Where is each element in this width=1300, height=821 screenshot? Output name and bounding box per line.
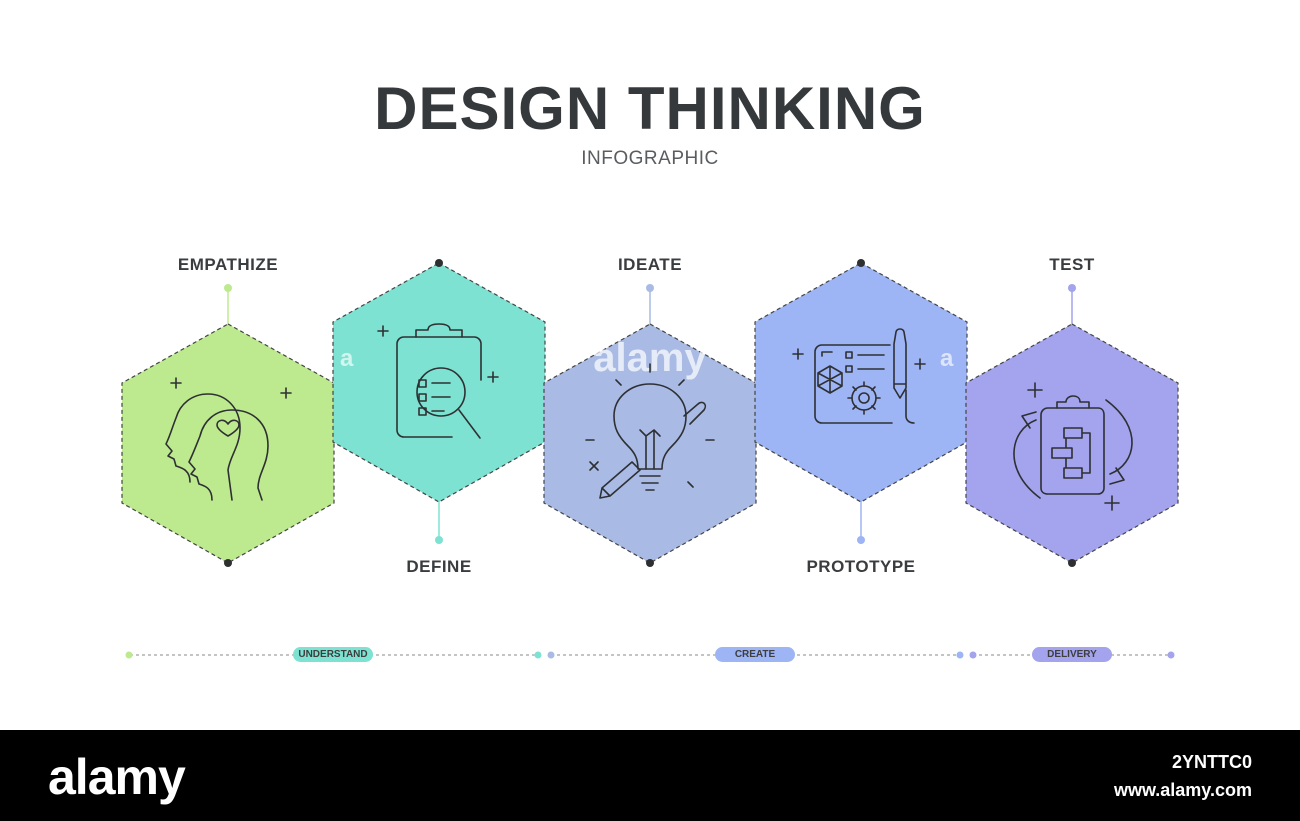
- connector-dots: [224, 284, 1076, 544]
- phase-pill-delivery: DELIVERY: [1032, 647, 1112, 662]
- watermark-right: a: [940, 345, 954, 372]
- diagram-canvas: [121, 259, 1179, 659]
- footer-url: www.alamy.com: [1113, 780, 1252, 800]
- dot-test: [1068, 284, 1076, 292]
- footer-bar: [0, 730, 1300, 821]
- hexagon-empathize: [121, 323, 335, 564]
- hexagon-prototype: [754, 262, 968, 503]
- page-subtitle: INFOGRAPHIC: [581, 148, 719, 169]
- two-heads-heart-icon: [165, 377, 292, 501]
- footer-image-id: 2YNTTC0: [1171, 752, 1252, 772]
- dot-define: [435, 536, 443, 544]
- dot-empathize: [224, 284, 232, 292]
- stage-label-empathize: EMPATHIZE: [177, 255, 279, 274]
- clipboard-cycle-icon: [1013, 382, 1133, 511]
- phase-pill-create: CREATE: [715, 647, 795, 662]
- timeline-dot: [125, 651, 133, 659]
- label-connectors: [227, 288, 1073, 540]
- timeline-dots: [125, 651, 1175, 659]
- vertex-dot-define: [435, 259, 443, 267]
- timeline-dot: [969, 651, 977, 659]
- dot-ideate: [646, 284, 654, 292]
- vertex-dot-prototype: [857, 259, 865, 267]
- lightbulb-pencil-icon: [585, 363, 715, 499]
- watermark-center: alamy: [593, 336, 707, 380]
- blueprint-pencil-gear-icon: [792, 328, 926, 424]
- clipboard-magnifier-icon: [377, 323, 499, 439]
- page-title: DESIGN THINKING: [374, 75, 926, 142]
- dot-prototype: [857, 536, 865, 544]
- timeline-dot: [956, 651, 964, 659]
- phase-pill-understand: UNDERSTAND: [293, 647, 373, 662]
- stage-label-ideate: IDEATE: [617, 255, 683, 274]
- vertex-dot-empathize: [224, 559, 232, 567]
- hexagon-test: [965, 323, 1179, 564]
- stage-label-define: DEFINE: [406, 557, 472, 576]
- vertex-dot-test: [1068, 559, 1076, 567]
- watermark-left: a: [340, 345, 354, 372]
- hexagon-vertex-dots: [224, 259, 1076, 567]
- footer-logo: alamy: [48, 749, 186, 805]
- vertex-dot-ideate: [646, 559, 654, 567]
- timeline-dot: [547, 651, 555, 659]
- stage-label-prototype: PROTOTYPE: [806, 557, 916, 576]
- timeline-dot: [1167, 651, 1175, 659]
- stage-label-test: TEST: [1049, 255, 1095, 274]
- timeline-dot: [534, 651, 542, 659]
